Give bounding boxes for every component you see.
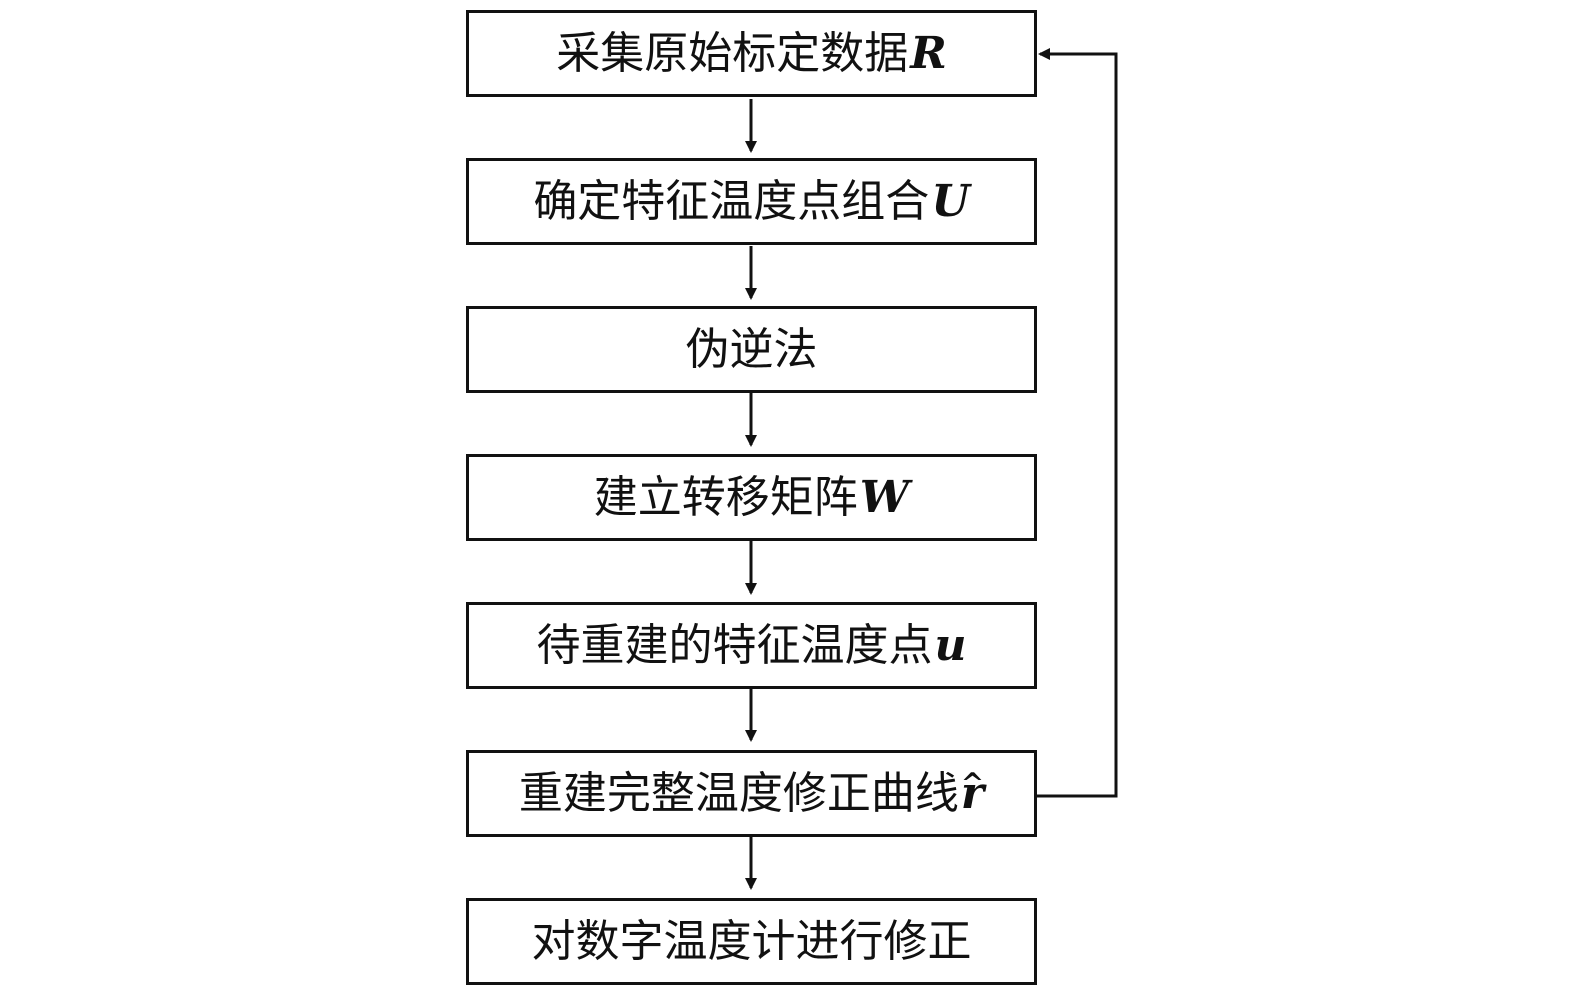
step-full-curve-math-rhat: ^ r	[960, 766, 985, 816]
step-collect-text: 采集原始标定数据	[556, 27, 909, 79]
step-transfer-matrix-box: 建立转移矩阵 W	[466, 454, 1037, 541]
step-rebuild-points-box: 待重建的特征温度点 u	[466, 602, 1037, 689]
step-full-curve-box: 重建完整温度修正曲线 ^ r	[466, 750, 1037, 837]
step-full-curve-text: 重建完整温度修正曲线	[518, 767, 959, 819]
step-feature-combo-text: 确定特征温度点组合	[533, 175, 930, 227]
step-correct-thermometer-text: 对数字温度计进行修正	[531, 915, 972, 967]
step-rebuild-points-math-u: u	[934, 619, 967, 671]
step-collect-box: 采集原始标定数据 R	[466, 10, 1037, 97]
step-full-curve-math-r: r	[960, 767, 985, 819]
step-collect-math-r: R	[910, 27, 947, 79]
step-correct-thermometer-box: 对数字温度计进行修正	[466, 898, 1037, 985]
step-pseudo-inverse-text: 伪逆法	[685, 323, 818, 375]
step-transfer-matrix-math-w: W	[859, 471, 910, 523]
step-feature-combo-math-u: U	[931, 175, 970, 227]
step-transfer-matrix-text: 建立转移矩阵	[593, 471, 858, 523]
step-rebuild-points-text: 待重建的特征温度点	[536, 619, 933, 671]
step-pseudo-inverse-box: 伪逆法	[466, 306, 1037, 393]
hat-mark: ^	[960, 766, 985, 800]
step-feature-combo-box: 确定特征温度点组合 U	[466, 158, 1037, 245]
feedback-arrow	[1037, 48, 1118, 798]
